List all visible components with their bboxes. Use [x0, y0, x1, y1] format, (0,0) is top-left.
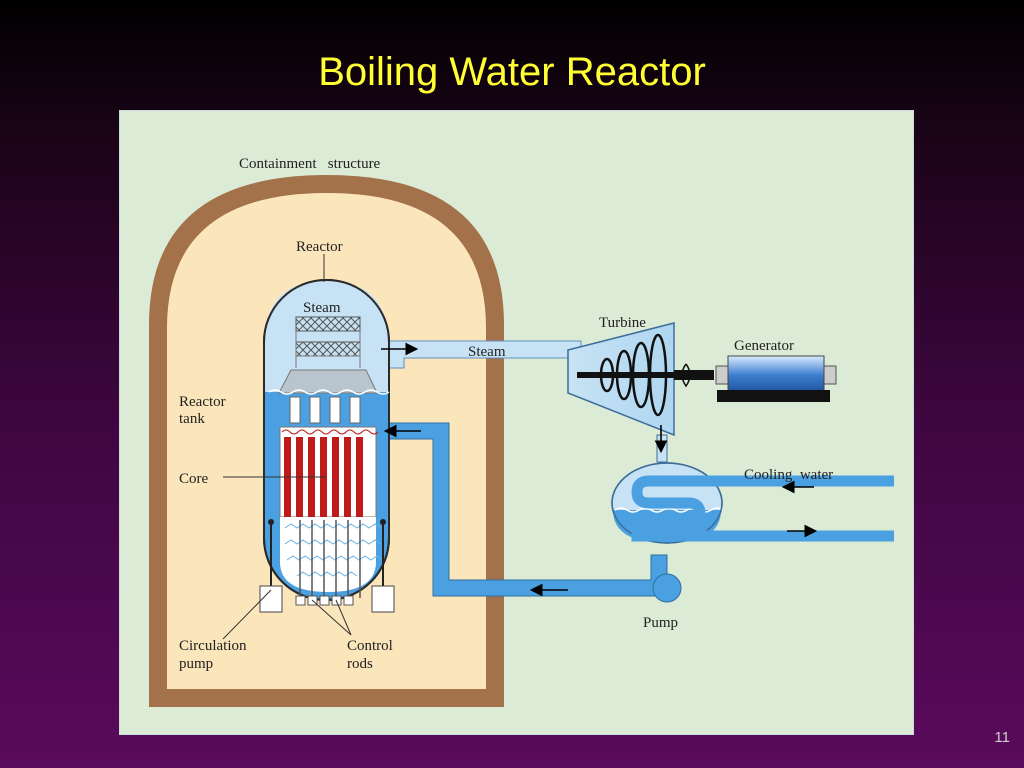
- label-reactor-tank-2: tank: [179, 411, 205, 427]
- circulation-pumps: [259, 519, 395, 613]
- label-turbine: Turbine: [599, 315, 646, 331]
- label-reactor: Reactor: [296, 239, 343, 255]
- label-steam-dome: Steam: [303, 300, 341, 316]
- feedwater-pump: [652, 573, 682, 603]
- label-steam-pipe: Steam: [468, 344, 506, 360]
- label-cooling-water: Cooling water: [744, 467, 833, 483]
- steam-dryer: [295, 316, 361, 332]
- label-control-rods-2: rods: [347, 656, 373, 672]
- label-reactor-tank-1: Reactor: [179, 394, 226, 410]
- label-core: Core: [179, 471, 209, 487]
- bwr-diagram: Containment structure Reactor Steam Stea…: [119, 110, 914, 735]
- label-generator: Generator: [734, 338, 794, 354]
- generator: [715, 355, 837, 402]
- label-containment-structure: Containment structure: [239, 156, 381, 172]
- page-number: 11: [994, 729, 1010, 746]
- feedwater-pipe: [388, 422, 668, 597]
- label-circulation-pump-1: Circulation: [179, 638, 247, 654]
- label-control-rods-1: Control: [347, 638, 393, 654]
- cooling-water-coil: [631, 475, 894, 542]
- lower-plenum: [280, 517, 376, 592]
- label-circulation-pump-2: pump: [179, 656, 213, 672]
- condenser: [611, 462, 894, 544]
- slide-title: Boiling Water Reactor: [318, 50, 706, 94]
- control-rods: [299, 520, 361, 598]
- label-pump: Pump: [643, 615, 678, 631]
